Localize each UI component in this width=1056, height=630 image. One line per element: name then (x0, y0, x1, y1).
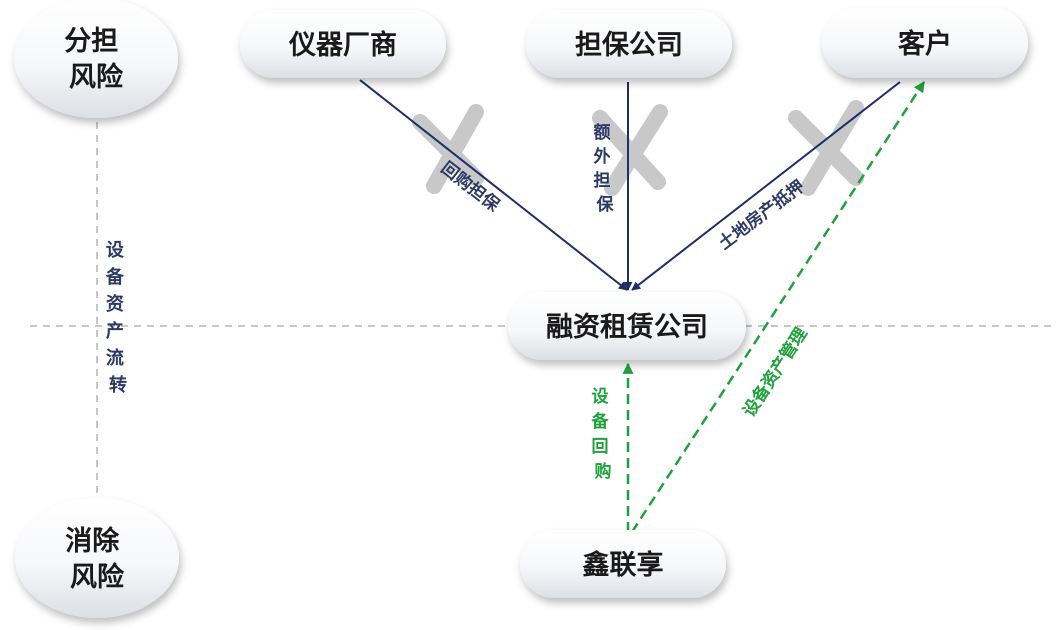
svg-text:消除 风险: 消除 风险 (65, 525, 128, 593)
label-asset-circulation-char: 产 (106, 320, 124, 342)
label-extra-guarantee-char: 外 (594, 146, 611, 167)
node-guarantee-company-label: 担保公司 (575, 30, 683, 61)
node-manufacturer-label: 仪器厂商 (288, 30, 397, 61)
node-leasing-company: 融资租赁公司 (508, 292, 746, 360)
label-extra-guarantee-char: 担 (594, 171, 611, 191)
label-extra-guarantee-char: 额 (594, 122, 611, 143)
label-asset-circulation-char: 流 (106, 347, 124, 369)
node-eliminate-risk-line: 消除 (65, 525, 120, 557)
arrow-xinlianxiang-to-customer (630, 81, 926, 533)
label-equipment-buyback-char: 购 (595, 461, 612, 482)
label-equipment-buyback-char: 回 (592, 437, 609, 457)
label-asset-circulation-char: 设 (106, 240, 124, 261)
node-eliminate-risk-line: 风险 (70, 561, 125, 593)
node-share-risk: 分担 风险 (14, 0, 178, 118)
cross-icon-mortgage (788, 100, 864, 196)
label-equipment-buyback-char: 设 (592, 387, 609, 407)
label-equipment-buyback: 设 备 回 购 (591, 387, 615, 482)
node-customer: 客户 (822, 8, 1028, 78)
label-extra-guarantee-char: 保 (596, 194, 615, 215)
node-manufacturer: 仪器厂商 (240, 10, 446, 78)
label-asset-management: 设备资产管理 (739, 324, 812, 421)
node-customer-label: 客户 (898, 28, 952, 60)
svg-text:分担 风险: 分担 风险 (64, 26, 127, 93)
node-eliminate-risk: 消除 风险 (15, 498, 179, 618)
node-share-risk-line: 分担 (64, 26, 118, 57)
label-asset-circulation-char: 备 (105, 266, 125, 288)
node-xinlianxiang-label: 鑫联享 (583, 549, 664, 581)
label-equipment-buyback-char: 备 (591, 411, 610, 432)
label-asset-circulation-char: 资 (106, 293, 124, 315)
node-xinlianxiang: 鑫联享 (520, 530, 726, 598)
arrow-manufacturer-to-leasing (359, 79, 628, 291)
node-guarantee-company: 担保公司 (526, 10, 732, 78)
label-asset-circulation-char: 转 (109, 374, 127, 396)
label-extra-guarantee: 额 外 担 保 (594, 122, 617, 215)
arrow-customer-to-leasing (631, 81, 901, 291)
node-leasing-company-label: 融资租赁公司 (546, 312, 708, 343)
node-share-risk-line: 风险 (69, 61, 124, 93)
label-asset-circulation: 设 备 资 产 流 转 (105, 240, 130, 396)
